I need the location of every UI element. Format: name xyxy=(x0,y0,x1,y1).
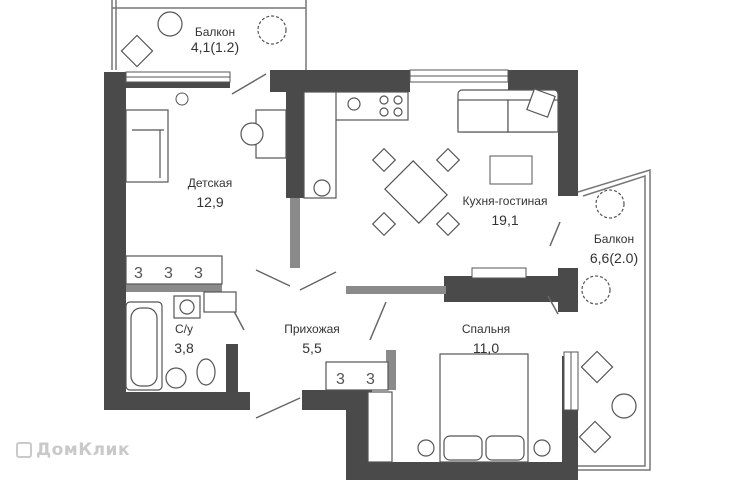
double-bed xyxy=(417,353,551,463)
room-name: Детская xyxy=(187,176,233,190)
bedroom-label: Спальня 11,0 xyxy=(446,322,526,356)
svg-text:3: 3 xyxy=(194,265,203,282)
wall-bottom-right xyxy=(346,462,578,480)
room-area: 6,6(2.0) xyxy=(589,250,639,266)
balcony-top-label: Балкон 4,1(1.2) xyxy=(175,25,255,55)
room-area: 11,0 xyxy=(472,340,500,356)
balcony-top-furniture xyxy=(120,11,287,68)
bathroom-label: С/у 3,8 xyxy=(164,322,204,356)
sink-toilet xyxy=(165,291,237,389)
kids-room-label: Детская 12,9 xyxy=(170,176,250,210)
room-name: Прихожая xyxy=(284,322,340,336)
svg-text:3: 3 xyxy=(366,371,375,388)
kitchen-living-label: Кухня-гостиная 19,1 xyxy=(455,194,555,228)
room-area: 3,8 xyxy=(174,340,194,356)
wall-kitchen-bed xyxy=(444,276,558,302)
svg-text:3: 3 xyxy=(336,371,345,388)
desk-chair xyxy=(240,109,287,159)
wall-right-upper xyxy=(558,70,578,196)
room-name: Спальня xyxy=(461,322,511,336)
room-area: 12,9 xyxy=(196,194,224,210)
balcony-right-furniture xyxy=(578,189,637,454)
hallway-label: Прихожая 5,5 xyxy=(272,322,352,356)
tv-stand xyxy=(471,267,527,279)
radiator-icon xyxy=(175,92,189,106)
kitchen-counter xyxy=(303,91,409,199)
room-area: 5,5 xyxy=(302,340,322,356)
walls xyxy=(104,70,578,480)
sofa xyxy=(457,88,559,133)
room-name: Балкон xyxy=(194,25,236,39)
balcony-top-outline xyxy=(111,0,307,70)
balcony-right-label: Балкон 6,6(2.0) xyxy=(578,232,650,266)
room-area: 19,1 xyxy=(491,212,519,228)
wall-bath-right xyxy=(226,344,238,392)
domclick-logo-icon xyxy=(16,442,32,458)
balcony-right-outline xyxy=(577,168,651,471)
tv-table xyxy=(489,155,533,185)
room-name: Кухня-гостиная xyxy=(462,194,548,208)
kids-bed xyxy=(125,109,169,183)
wall-bed-left xyxy=(346,390,368,480)
watermark-text: ДомКлик xyxy=(36,440,131,460)
wall-right-mid xyxy=(558,268,578,312)
wall-bottom-left xyxy=(104,392,250,410)
partitions xyxy=(126,198,446,390)
wardrobe-hall: 3 3 xyxy=(325,361,393,463)
bathtub xyxy=(125,301,163,391)
room-name: Балкон xyxy=(593,232,635,246)
room-name: С/у xyxy=(175,322,193,336)
svg-text:3: 3 xyxy=(134,265,143,282)
wall-top-mid xyxy=(270,70,410,92)
wall-kids-kitchen xyxy=(286,88,304,198)
room-area: 4,1(1.2) xyxy=(190,39,240,55)
wardrobe-kids: 3 3 3 xyxy=(125,255,223,285)
dining-table xyxy=(371,147,461,237)
svg-text:3: 3 xyxy=(164,265,173,282)
watermark: ДомКлик xyxy=(16,440,130,460)
windows xyxy=(125,69,579,411)
wall-left xyxy=(104,72,126,410)
